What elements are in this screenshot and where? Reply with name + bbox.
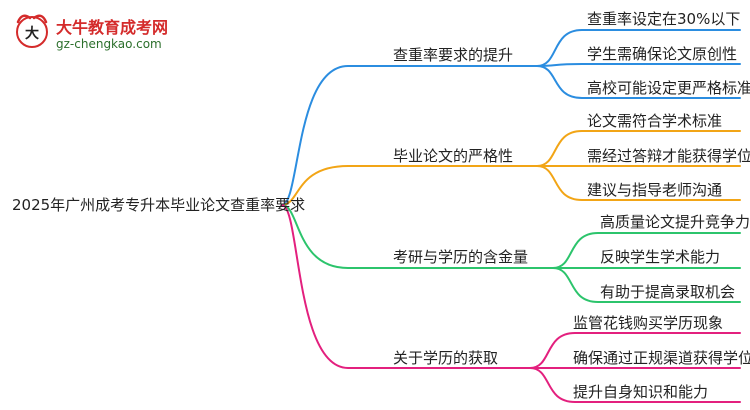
leaf-connector-2-1 xyxy=(536,130,741,167)
branch-connector-2 xyxy=(281,165,538,206)
leaf-topic-4-3[interactable]: 提升自身知识和能力 xyxy=(573,383,709,401)
bull-logo-icon: 大 xyxy=(16,14,48,48)
leaf-connector-4-1 xyxy=(529,332,741,369)
leaf-topic-2-1[interactable]: 论文需符合学术标准 xyxy=(587,112,723,130)
leaf-topic-1-1[interactable]: 查重率设定在30%以下 xyxy=(587,10,741,28)
leaf-topic-2-3[interactable]: 建议与指导老师沟通 xyxy=(587,181,723,199)
branch-connector-4 xyxy=(281,204,531,369)
logo-url: gz-chengkao.com xyxy=(56,37,162,51)
branch-topic-2[interactable]: 毕业论文的严格性 xyxy=(393,147,514,165)
svg-text:大: 大 xyxy=(25,25,39,42)
leaf-connector-1-2 xyxy=(536,63,741,67)
leaf-connector-2-3 xyxy=(536,165,741,201)
branch-topic-4[interactable]: 关于学历的获取 xyxy=(393,349,499,367)
leaf-topic-3-2[interactable]: 反映学生学术能力 xyxy=(600,248,721,266)
leaf-topic-2-2[interactable]: 需经过答辩才能获得学位 xyxy=(587,147,750,165)
leaf-topic-3-1[interactable]: 高质量论文提升竞争力 xyxy=(600,213,750,231)
leaf-connector-1-3 xyxy=(536,65,741,99)
branch-connector-3 xyxy=(281,204,554,269)
leaf-topic-4-2[interactable]: 确保通过正规渠道获得学位 xyxy=(573,349,750,367)
leaf-topic-1-2[interactable]: 学生需确保论文原创性 xyxy=(587,45,738,63)
branch-topic-1[interactable]: 查重率要求的提升 xyxy=(393,46,514,64)
branch-topic-3[interactable]: 考研与学历的含金量 xyxy=(393,248,529,266)
leaf-connector-3-1 xyxy=(552,232,741,269)
leaf-topic-1-3[interactable]: 高校可能设定更严格标准 xyxy=(587,79,750,97)
leaf-topic-3-3[interactable]: 有助于提高录取机会 xyxy=(600,283,736,301)
leaf-topic-4-1[interactable]: 监管花钱购买学历现象 xyxy=(573,314,724,332)
mindmap-root-topic[interactable]: 2025年广州成考专升本毕业论文查重率要求 xyxy=(12,196,306,214)
leaf-connector-3-3 xyxy=(552,267,741,303)
site-logo[interactable]: 大 大牛教育成考网 gz-chengkao.com xyxy=(12,10,242,56)
logo-title: 大牛教育成考网 xyxy=(56,18,169,37)
leaf-connector-1-1 xyxy=(536,29,741,67)
leaf-connector-4-3 xyxy=(529,367,741,403)
branch-connector-1 xyxy=(281,65,538,206)
